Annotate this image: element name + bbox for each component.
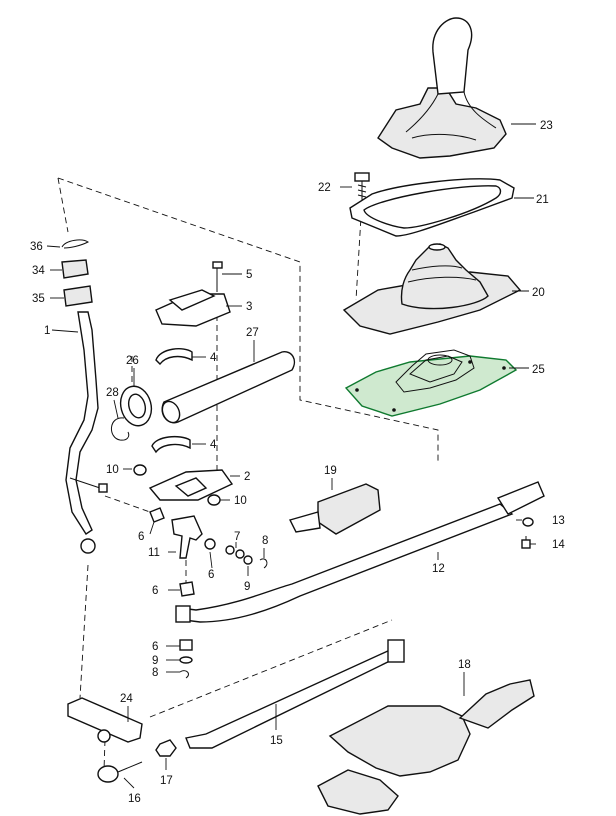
part-23-shift-knob-boot[interactable] <box>377 17 507 159</box>
part-21-frame[interactable] <box>349 178 515 237</box>
label-36: 36 <box>30 241 43 253</box>
part-8-clip-b[interactable] <box>179 670 189 679</box>
part-12-shift-rod[interactable] <box>175 481 545 623</box>
label-9-lower: 9 <box>152 655 158 667</box>
label-21: 21 <box>536 194 549 206</box>
label-8-upper: 8 <box>262 535 268 547</box>
label-24: 24 <box>120 693 133 705</box>
part-9-washer-a[interactable] <box>243 555 253 565</box>
part-2-bearing-housing[interactable] <box>148 469 234 501</box>
part-35-bushing[interactable] <box>63 285 93 307</box>
part-1-shift-lever[interactable] <box>65 311 108 554</box>
part-22-screw[interactable] <box>354 172 370 200</box>
part-20-lower-boot[interactable] <box>342 243 522 335</box>
part-16-ball-joint[interactable] <box>97 761 143 783</box>
label-2: 2 <box>244 471 250 483</box>
label-28: 28 <box>106 387 119 399</box>
label-5: 5 <box>246 269 252 281</box>
label-22: 22 <box>318 182 331 194</box>
part-9-washer-b[interactable] <box>179 656 193 664</box>
label-13: 13 <box>552 515 565 527</box>
label-11: 11 <box>148 547 160 559</box>
label-17: 17 <box>160 775 173 787</box>
label-10-left: 10 <box>106 464 119 476</box>
part-4-bushing-lower[interactable] <box>151 435 191 454</box>
label-10-right: 10 <box>234 495 247 507</box>
part-15-rod[interactable] <box>185 639 405 749</box>
leader-lines <box>46 123 536 789</box>
part-10-sleeve-left[interactable] <box>133 464 147 476</box>
part-6-bushing-mid-a[interactable] <box>204 538 216 550</box>
part-10-sleeve-right[interactable] <box>207 494 221 506</box>
label-12: 12 <box>432 563 445 575</box>
label-18: 18 <box>458 659 471 671</box>
part-19-boot[interactable] <box>288 483 381 535</box>
part-14-bolt[interactable] <box>521 536 531 549</box>
part-26-ring[interactable] <box>116 383 155 429</box>
part-6-bushing-mid-b[interactable] <box>179 581 195 597</box>
label-25: 25 <box>532 364 545 376</box>
label-15: 15 <box>270 735 283 747</box>
label-9-upper: 9 <box>244 581 250 593</box>
part-28-circlip[interactable] <box>111 417 130 441</box>
label-6-left: 6 <box>152 585 158 597</box>
label-4-upper: 4 <box>210 352 217 364</box>
label-16: 16 <box>128 793 141 805</box>
part-36-clip[interactable] <box>61 239 89 249</box>
label-35: 35 <box>32 293 45 305</box>
label-20: 20 <box>532 287 545 299</box>
part-13-washer[interactable] <box>522 517 534 527</box>
label-34: 34 <box>32 265 45 277</box>
part-17-nut[interactable] <box>155 739 177 757</box>
part-7-washer[interactable] <box>225 545 245 559</box>
label-4-lower: 4 <box>210 439 217 451</box>
part-4-bushing-upper[interactable] <box>155 348 193 366</box>
part-5-screw[interactable] <box>212 261 223 292</box>
label-23: 23 <box>540 120 553 132</box>
label-6-mid: 6 <box>208 569 214 581</box>
part-11-linkage[interactable] <box>171 515 203 559</box>
part-18-housing[interactable] <box>317 679 535 815</box>
label-27: 27 <box>246 327 259 339</box>
part-24-bracket[interactable] <box>67 697 143 743</box>
part-6-bushing-lower[interactable] <box>179 639 193 651</box>
part-25-gasket-highlighted[interactable] <box>344 349 518 417</box>
label-14: 14 <box>552 539 565 551</box>
part-3-bearing-housing[interactable] <box>155 289 231 327</box>
label-7: 7 <box>234 531 240 543</box>
part-8-clip-a[interactable] <box>259 558 268 569</box>
label-1: 1 <box>44 325 50 337</box>
label-19: 19 <box>324 465 337 477</box>
part-27-guide-tube[interactable] <box>159 351 296 426</box>
label-6-upper: 6 <box>138 531 144 543</box>
label-3: 3 <box>246 301 252 313</box>
label-6-lower: 6 <box>152 641 158 653</box>
part-34-bushing[interactable] <box>61 259 89 279</box>
part-number-labels: 23 22 21 20 25 36 34 35 1 5 3 27 26 4 28… <box>30 120 565 805</box>
label-26: 26 <box>126 355 139 367</box>
label-8-lower: 8 <box>152 667 158 679</box>
part-6-nut-upper[interactable] <box>149 507 165 523</box>
